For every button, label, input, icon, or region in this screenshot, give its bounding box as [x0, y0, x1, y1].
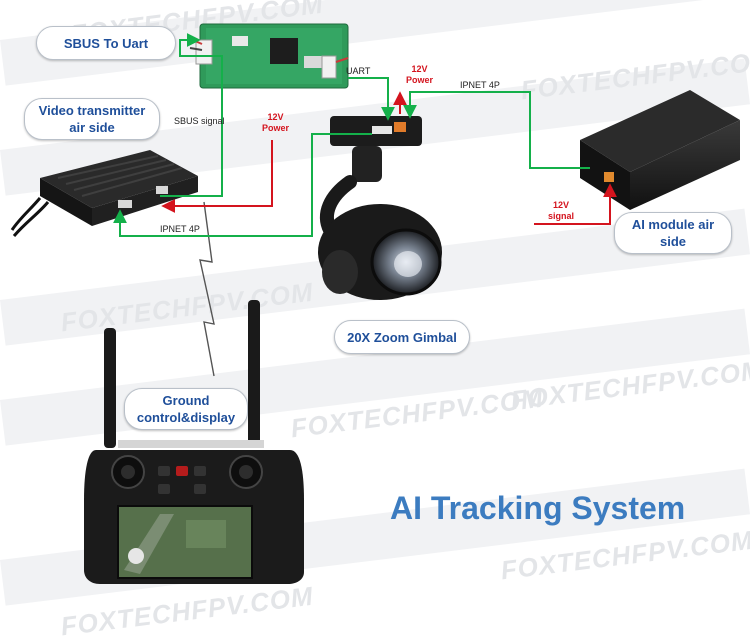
power-gimbal-line1: 12V: [411, 64, 428, 74]
sbus-signal-label: SBUS signal: [174, 116, 225, 126]
ground-controller-device: [84, 300, 304, 584]
callout-ground-control: Ground control&display: [124, 388, 248, 430]
callout-zoom-gimbal: 20X Zoom Gimbal: [334, 320, 470, 354]
ipnet-bottom-label: IPNET 4P: [160, 224, 200, 234]
zoom-gimbal-device: [318, 116, 442, 300]
callout-sbus-to-uart-text: SBUS To Uart: [63, 35, 149, 51]
ipnet-top-wire: [403, 91, 590, 169]
power-gimbal-label: 12V Power: [406, 64, 433, 86]
green-wires: [113, 33, 590, 237]
callout-ai-module: AI module air side: [614, 212, 732, 254]
red-wires: [161, 91, 617, 225]
callout-ground-control-line1: Ground: [162, 393, 210, 408]
signal-ai-line2: signal: [548, 211, 575, 221]
callout-sbus-to-uart: SBUS To Uart: [36, 26, 176, 60]
diagram-title: AI Tracking System: [390, 490, 686, 526]
callout-video-transmitter-line2: air side: [69, 120, 115, 135]
uart-label: UART: [346, 66, 371, 76]
signal-ai-wire: [534, 183, 617, 225]
callout-ground-control-line2: control&display: [136, 410, 236, 425]
power-gimbal-line2: Power: [406, 75, 434, 85]
sbus-signal-wire: [160, 33, 223, 197]
uart-wire: [348, 77, 395, 121]
callout-ai-module-line2: side: [659, 234, 686, 249]
power-vtx-line1: 12V: [267, 112, 284, 122]
power-vtx-line2: Power: [262, 123, 290, 133]
sbus-uart-board: [187, 23, 349, 89]
power-vtx-label: 12V Power: [262, 112, 289, 134]
power-vtx-wire: [161, 140, 273, 213]
callout-zoom-gimbal-text: 20X Zoom Gimbal: [347, 329, 457, 345]
callout-video-transmitter-line1: Video transmitter: [38, 103, 146, 118]
callout-video-transmitter: Video transmitter air side: [24, 98, 160, 140]
ipnet-top-label: IPNET 4P: [460, 80, 500, 90]
ipnet-bottom-wire: [113, 133, 372, 237]
signal-ai-label: 12V signal: [548, 200, 574, 222]
signal-ai-line1: 12V: [553, 200, 570, 210]
wireless-link: [199, 201, 215, 377]
callout-ai-module-line1: AI module air: [631, 217, 715, 232]
ai-module-device: [580, 90, 740, 210]
